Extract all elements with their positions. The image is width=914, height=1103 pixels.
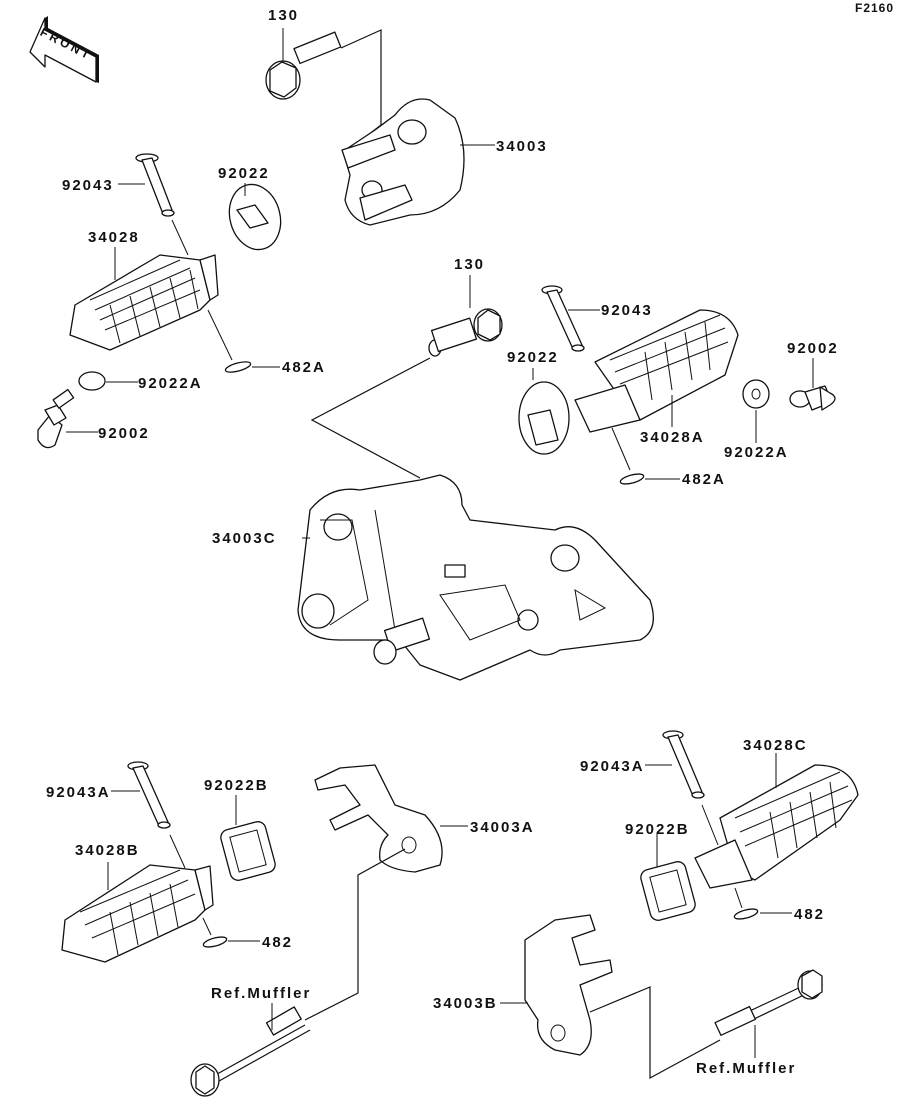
pin-92043a-left (127, 761, 171, 829)
label-34028: 34028 (88, 229, 140, 246)
plate-92022-left (228, 183, 282, 251)
label-130-mid: 130 (454, 256, 486, 273)
footpeg-34028 (69, 254, 219, 351)
label-482a-right: 482A (682, 471, 726, 488)
washer-92022a-right (742, 379, 770, 409)
label-92022b-right: 92022B (625, 821, 690, 838)
cotter-482a-right (619, 473, 645, 485)
bracket-34003a (314, 764, 443, 873)
pin-92043-left (135, 153, 175, 217)
plate-92022b-left (220, 821, 276, 881)
label-34028b: 34028B (75, 842, 140, 859)
bracket-34003 (341, 98, 465, 226)
label-482a-left: 482A (282, 359, 326, 376)
bolt-ref-muffler-right (714, 969, 823, 1036)
label-34003a: 34003A (470, 819, 535, 836)
label-130-top: 130 (268, 7, 300, 24)
main-bracket-34003c (297, 474, 654, 681)
bracket-34003b (524, 914, 613, 1056)
footpeg-34028a (574, 309, 739, 433)
pin-92043-right (541, 285, 585, 352)
plate-92022-right (518, 381, 570, 455)
label-92002-right: 92002 (787, 340, 839, 357)
label-92043a-left: 92043A (46, 784, 111, 801)
label-34028c: 34028C (743, 737, 808, 754)
plate-92022b-right (640, 861, 696, 921)
cotter-482-right (733, 908, 759, 920)
bolt-92002-left (37, 388, 75, 449)
washer-92022a-left (78, 371, 106, 391)
label-92022-right: 92022 (507, 349, 559, 366)
label-ref-muffler-right: Ref.Muffler (696, 1060, 797, 1077)
label-34003: 34003 (496, 138, 548, 155)
bolt-92002-right (789, 385, 836, 411)
front-arrow-icon (29, 16, 99, 83)
label-34028a: 34028A (640, 429, 705, 446)
label-92043-right: 92043 (601, 302, 653, 319)
pin-92043a-right (662, 730, 705, 799)
label-92043a-right: 92043A (580, 758, 645, 775)
label-92022a-left: 92022A (138, 375, 203, 392)
label-482-left: 482 (262, 934, 294, 951)
bolt-ref-muffler-left (190, 1006, 311, 1097)
label-ref-muffler-left: Ref.Muffler (211, 985, 312, 1002)
cotter-482-left (202, 936, 228, 948)
footpeg-34028c (694, 764, 859, 889)
label-482-right: 482 (794, 906, 826, 923)
bolt-130-mid (428, 308, 503, 357)
label-34003b: 34003B (433, 995, 498, 1012)
cotter-482a-left (224, 361, 252, 373)
bolt-130-top (265, 28, 342, 100)
label-92022a-right: 92022A (724, 444, 789, 461)
footpeg-34028b (61, 864, 214, 963)
label-34003c: 34003C (212, 530, 277, 547)
diagram-code: F2160 (855, 1, 895, 15)
label-92002-left: 92002 (98, 425, 150, 442)
label-92043-left: 92043 (62, 177, 114, 194)
label-92022b-left: 92022B (204, 777, 269, 794)
label-92022-left: 92022 (218, 165, 270, 182)
